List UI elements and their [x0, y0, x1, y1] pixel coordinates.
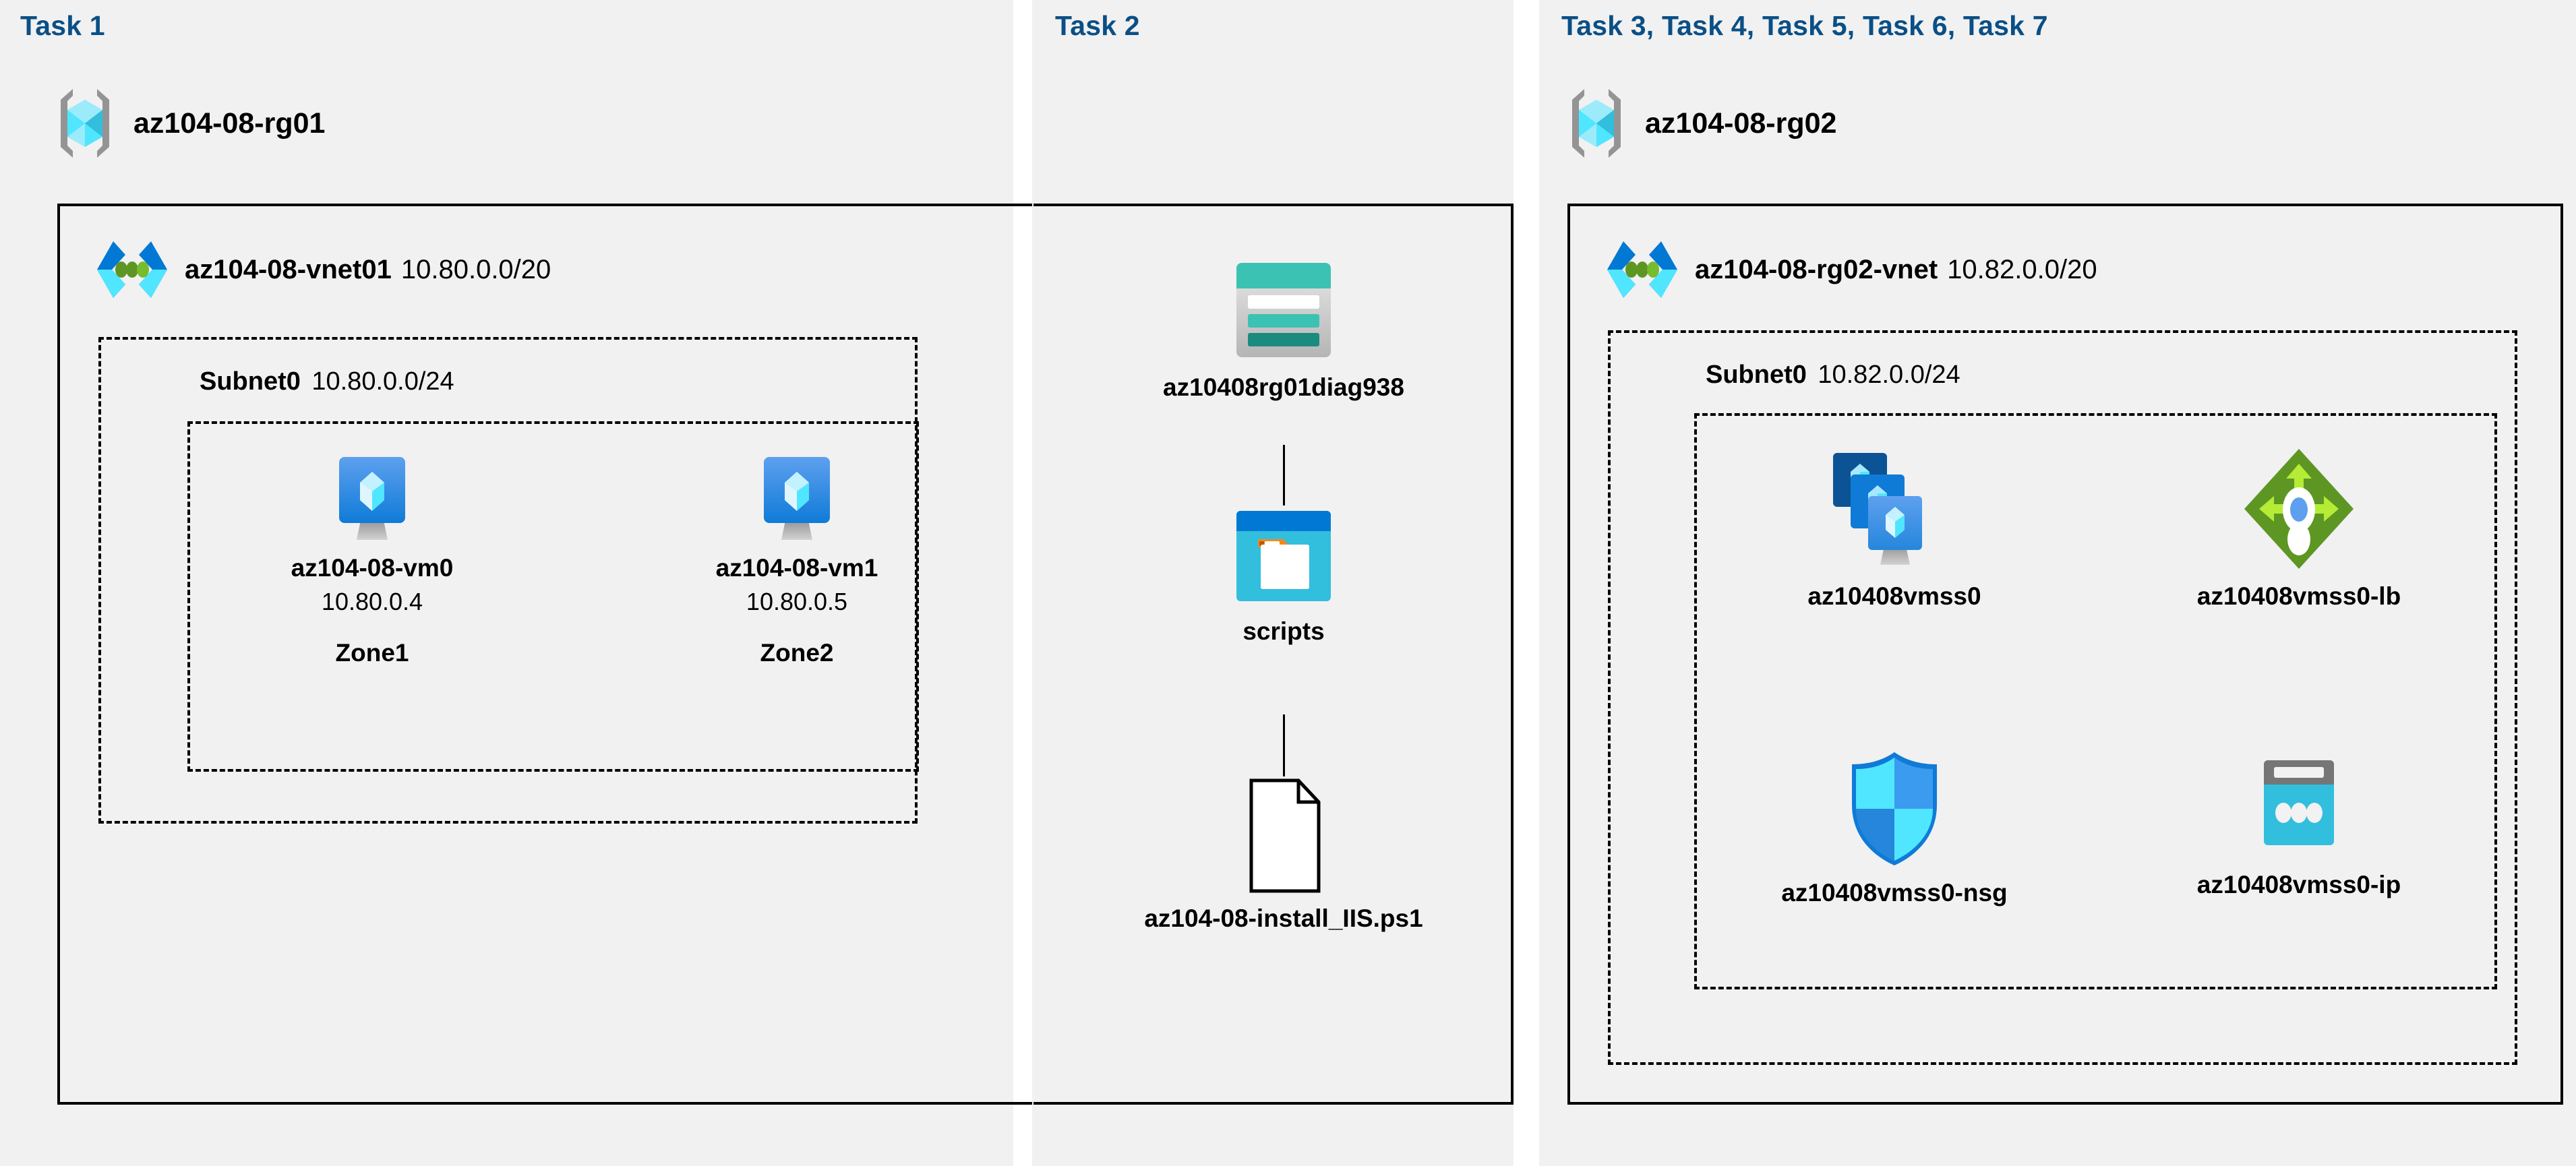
- vm-zone: Zone1: [335, 639, 409, 667]
- vm-scale-set-icon: [1824, 445, 1965, 573]
- vmss-label: az10408vmss0: [1807, 582, 1981, 610]
- vnet-cidr: 10.82.0.0/20: [1947, 254, 2097, 284]
- vnet-name: az104-08-vnet01: [185, 254, 392, 284]
- resource-box-task3: [1694, 413, 2497, 989]
- nsg-node[interactable]: az10408vmss0-nsg: [1753, 748, 2036, 907]
- script-file-node[interactable]: az104-08-install_IIS.ps1: [1144, 776, 1423, 933]
- subnet-name: Subnet0: [200, 367, 301, 396]
- resource-group-icon: [53, 86, 117, 160]
- virtual-machine-icon: [752, 456, 842, 545]
- resource-group-name: az104-08-rg01: [133, 106, 326, 140]
- vm-label: az104-08-vm0: [291, 554, 454, 582]
- zone-box-task1: [187, 421, 919, 772]
- vmss-node[interactable]: az10408vmss0: [1753, 445, 2036, 611]
- virtual-machine-icon: [327, 456, 417, 545]
- virtual-network-icon: [94, 237, 170, 302]
- subnet-box-task3: [1608, 330, 2517, 1065]
- resource-group-rg01: az104-08-rg01: [53, 86, 325, 160]
- blob-container-node[interactable]: scripts: [1172, 505, 1395, 646]
- connector-storage-to-scripts: [1283, 445, 1285, 505]
- load-balancer-node[interactable]: az10408vmss0-lb: [2151, 445, 2447, 611]
- virtual-network-icon: [1605, 237, 1680, 302]
- vnet-header-vnet01: az104-08-vnet01 10.80.0.0/20: [94, 237, 551, 302]
- storage-account-label: az10408rg01diag938: [1163, 373, 1404, 401]
- subnet-header-task1: Subnet0 10.80.0.0/24: [200, 367, 454, 396]
- vm-label: az104-08-vm1: [715, 554, 878, 582]
- connector-scripts-to-file: [1283, 714, 1285, 776]
- storage-account-icon: [1224, 256, 1344, 364]
- resource-group-name: az104-08-rg02: [1645, 106, 1837, 140]
- vm-zone: Zone2: [760, 639, 834, 667]
- public-ip-node[interactable]: az10408vmss0-ip: [2151, 748, 2447, 899]
- task2-box: [1034, 204, 1514, 1105]
- vm-node-1[interactable]: az104-08-vm1 10.80.0.5 Zone2: [696, 456, 898, 667]
- blob-container-icon: [1227, 505, 1340, 608]
- panel-task3-7: [1539, 0, 2576, 1166]
- public-ip-label: az10408vmss0-ip: [2196, 871, 2401, 898]
- vm-node-0[interactable]: az104-08-vm0 10.80.0.4 Zone1: [271, 456, 473, 667]
- task-title-2: Task 2: [1055, 10, 1140, 41]
- vnet-cidr: 10.80.0.0/20: [400, 254, 551, 284]
- script-file-label: az104-08-install_IIS.ps1: [1144, 904, 1423, 932]
- network-security-group-icon: [1844, 748, 1945, 869]
- resource-group-rg02: az104-08-rg02: [1564, 86, 1836, 160]
- task-title-3-7: Task 3, Task 4, Task 5, Task 6, Task 7: [1561, 10, 2048, 41]
- public-ip-address-icon: [2248, 748, 2349, 861]
- vnet-box-rg02: [1567, 204, 2563, 1105]
- subnet-header-task3: Subnet0 10.82.0.0/24: [1706, 361, 1960, 390]
- subnet-name: Subnet0: [1706, 361, 1807, 389]
- vnet-header-rg02: az104-08-rg02-vnet 10.82.0.0/20: [1605, 237, 2097, 302]
- task-title-1: Task 1: [20, 10, 105, 41]
- vm-ip: 10.80.0.5: [746, 588, 848, 615]
- panel-task1: [0, 0, 1013, 1166]
- subnet-cidr: 10.80.0.0/24: [311, 367, 454, 396]
- nsg-label: az10408vmss0-nsg: [1781, 879, 2008, 907]
- blob-container-label: scripts: [1242, 617, 1325, 645]
- load-balancer-icon: [2242, 445, 2356, 573]
- load-balancer-label: az10408vmss0-lb: [2196, 582, 2401, 610]
- subnet-cidr: 10.82.0.0/24: [1818, 361, 1960, 389]
- vm-ip: 10.80.0.4: [321, 588, 423, 615]
- resource-group-icon: [1564, 86, 1629, 160]
- script-file-icon: [1234, 776, 1334, 895]
- vnet-name: az104-08-rg02-vnet: [1695, 254, 1938, 284]
- storage-account-node[interactable]: az10408rg01diag938: [1163, 256, 1404, 402]
